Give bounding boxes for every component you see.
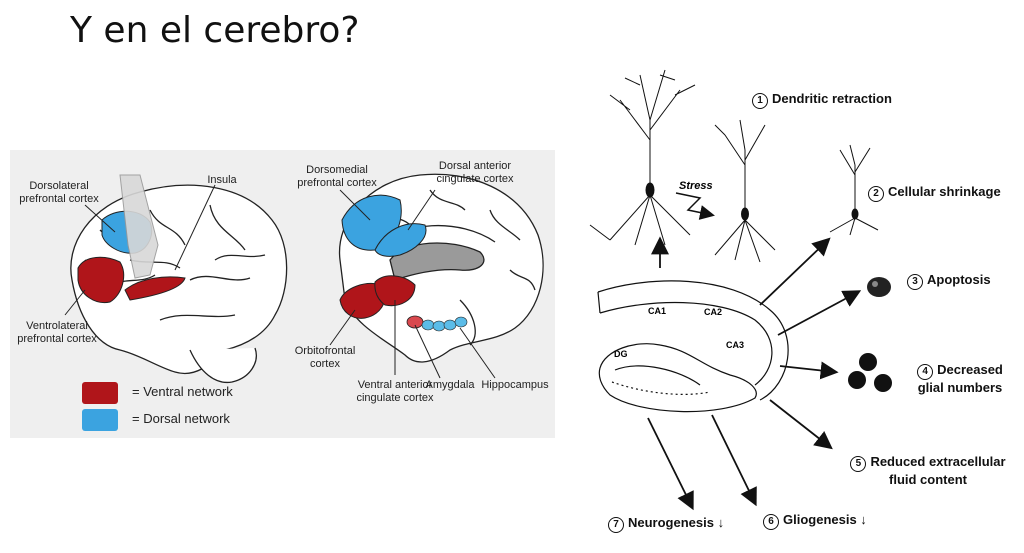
ofc-label: Orbitofrontal cortex [294, 345, 356, 370]
apoptotic-cell-icon [867, 277, 891, 297]
ca3-label: CA3 [726, 340, 745, 350]
glia-cells-icon [848, 353, 892, 392]
vacc-region [374, 275, 416, 307]
legend-dorsal-label: = Dorsal network [132, 411, 230, 426]
dg-label: DG [614, 349, 628, 359]
vlpfc-region [77, 256, 125, 304]
insula-region [124, 276, 186, 301]
stress-arrow [675, 192, 715, 220]
amygdala-label: Amygdala [425, 379, 475, 391]
dlpfc-label: Dorsolateral prefrontal cortex [19, 180, 99, 205]
hippocampus-outline [597, 280, 789, 413]
insula-cutaway [119, 174, 159, 279]
ca2-label: CA2 [704, 307, 723, 317]
insula-label: Insula [207, 174, 237, 186]
hippocampus-region [421, 316, 468, 332]
neuron-stressed [714, 119, 776, 263]
vacc-label: Ventral anterior cingulate cortex [356, 379, 434, 404]
slide-title: Y en el cerebro? [70, 10, 360, 51]
ventral-swatch [82, 382, 118, 404]
dorsal-swatch [82, 409, 118, 431]
ofc-region [339, 283, 386, 319]
brain-illustration [64, 173, 544, 431]
hippocampus-label: Hippocampus [481, 379, 549, 391]
stress-label: Stress [679, 180, 713, 192]
effect-arrows [647, 236, 862, 511]
brain-network-panel: Dorsolateral prefrontal cortex Insula Ve… [10, 150, 555, 438]
dacc-label: Dorsal anterior cingulate cortex [436, 160, 514, 185]
amygdala-region [406, 315, 424, 329]
leader-lines [64, 184, 496, 379]
vlpfc-label: Ventrolateral prefrontal cortex [17, 320, 97, 345]
dacc-region [374, 223, 427, 257]
legend-ventral-label: = Ventral network [132, 384, 233, 399]
dmpfc-label: Dorsomedial prefrontal cortex [297, 164, 377, 189]
ca1-label: CA1 [648, 306, 667, 316]
neuron-normal [589, 69, 696, 246]
